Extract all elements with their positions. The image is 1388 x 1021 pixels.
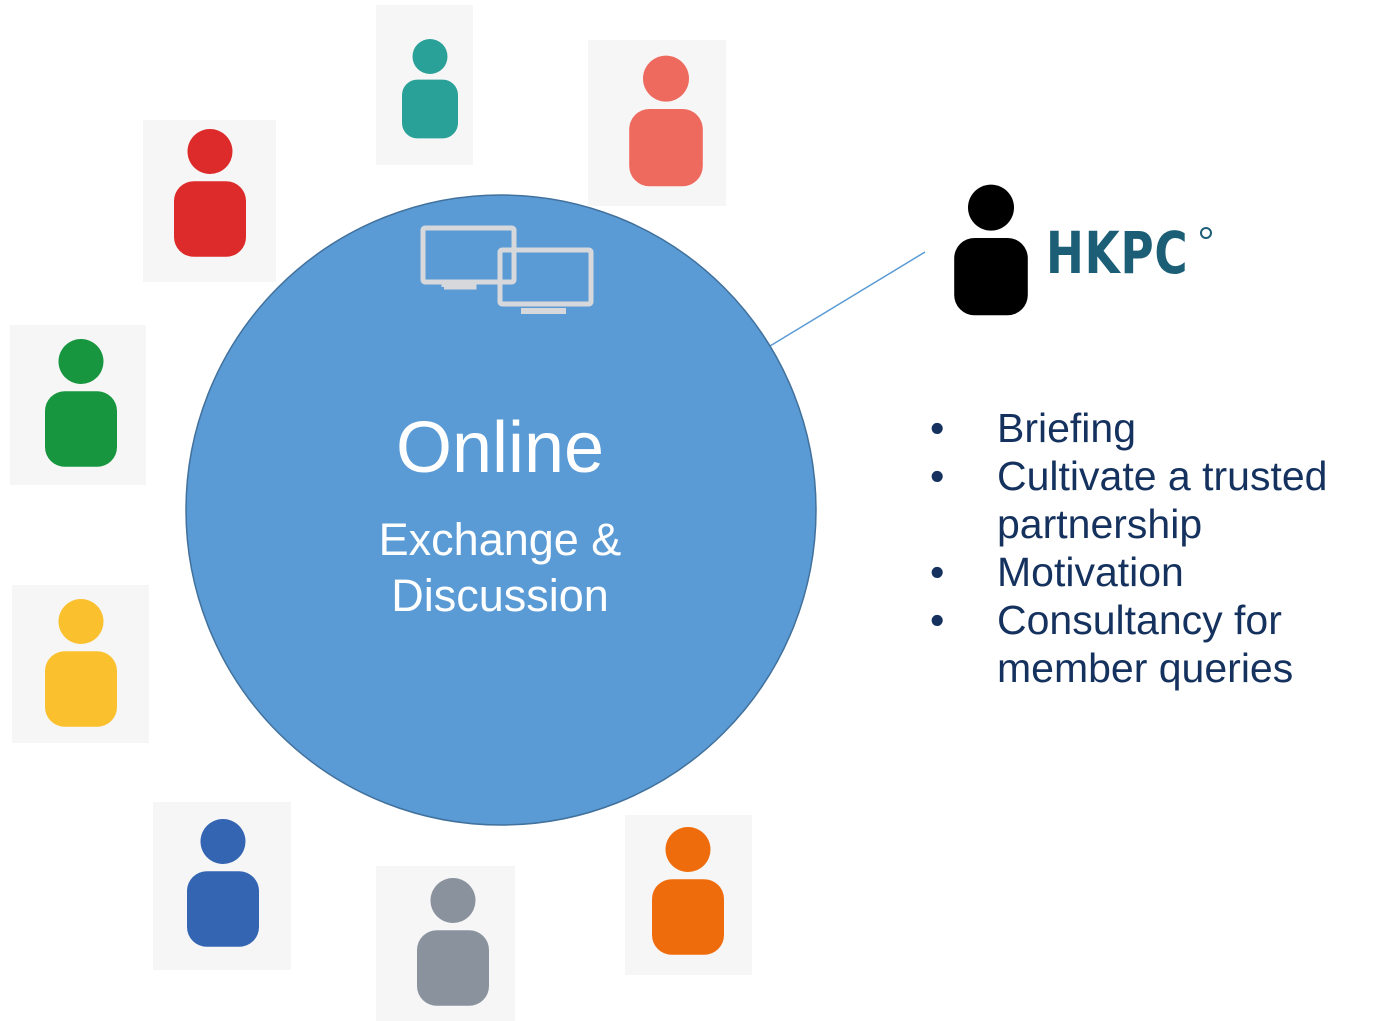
role-item: •Cultivate a trusted partnership [930,453,1328,547]
bullet-icon: • [930,453,945,499]
participant-tile [376,5,473,165]
bullet-icon: • [930,549,945,595]
participant-tile [588,40,726,206]
participant-tile [376,866,515,1021]
role-item: •Motivation [930,549,1184,595]
hkpc-role-list: •Briefing •Cultivate a trusted partnersh… [930,404,1388,692]
monitors-icon [420,225,594,314]
online-circle [185,194,817,826]
circle-title: Online [395,408,605,488]
participant-tile [10,325,146,485]
participant-tile [143,120,276,282]
participant-tile [153,802,291,970]
circle-subtitle-line: Discussion [391,570,609,621]
hkpc-person-icon [954,184,1028,316]
bullet-icon: • [930,597,945,643]
bullet-icon: • [930,405,945,451]
role-item: •Briefing [930,405,1137,451]
connector-line [769,251,926,347]
hkpc-logo: HKPC [1046,219,1189,287]
participant-tile [12,585,149,743]
circle-subtitle-line: Exchange & [378,514,622,565]
circle-subtitle: Exchange & Discussion [300,512,700,624]
participant-tile [625,815,752,975]
role-item: •Consultancy for member queries [930,597,1294,691]
registered-mark-icon [1200,227,1212,239]
